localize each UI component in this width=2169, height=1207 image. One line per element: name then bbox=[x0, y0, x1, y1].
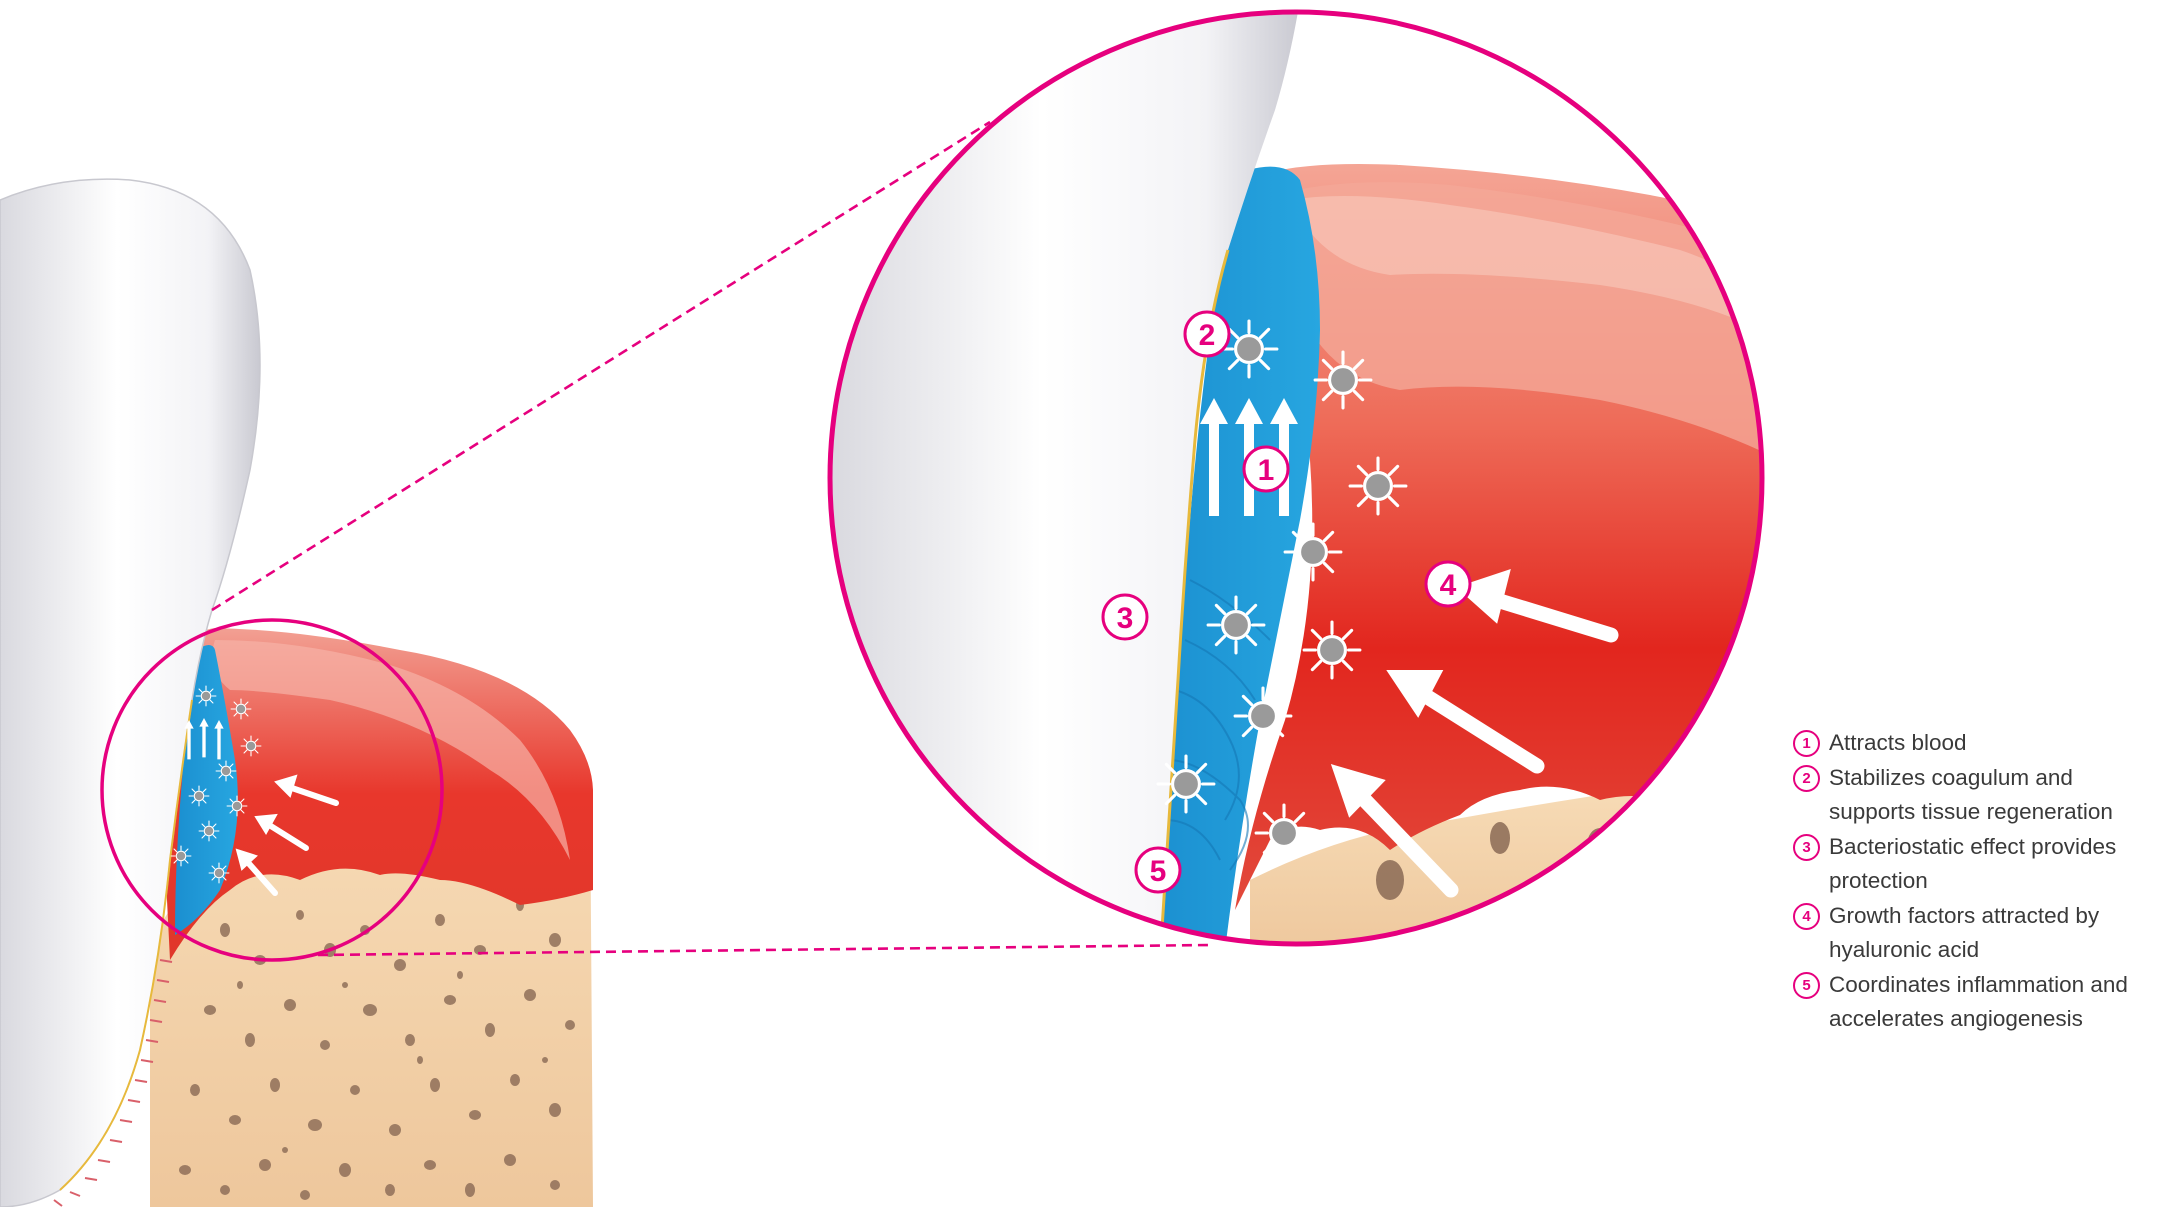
marker-1: 1 bbox=[1244, 447, 1288, 491]
svg-text:4: 4 bbox=[1440, 569, 1457, 602]
zoomed-illustration: 1 2 3 4 5 bbox=[830, 0, 1790, 960]
small-up-arrows bbox=[184, 718, 223, 759]
svg-text:5: 5 bbox=[1150, 855, 1167, 888]
marker-2: 2 bbox=[1185, 312, 1229, 356]
legend-text: Stabilizes coagulum and supports tissue … bbox=[1829, 761, 2163, 830]
legend-text: Coordinates inflammation and accelerates… bbox=[1829, 968, 2163, 1037]
legend-text: Growth factors attracted by hyaluronic a… bbox=[1829, 899, 2163, 968]
legend-item: 4 Growth factors attracted by hyaluronic… bbox=[1793, 899, 2163, 968]
legend-item: 5 Coordinates inflammation and accelerat… bbox=[1793, 968, 2163, 1037]
legend-text: Bacteriostatic effect provides protectio… bbox=[1829, 830, 2163, 899]
legend-marker: 1 bbox=[1793, 730, 1820, 757]
legend-item: 1 Attracts blood bbox=[1793, 726, 2163, 761]
marker-5: 5 bbox=[1136, 848, 1180, 892]
svg-text:1: 1 bbox=[1258, 454, 1275, 487]
legend-marker: 5 bbox=[1793, 972, 1820, 999]
legend-marker: 4 bbox=[1793, 903, 1820, 930]
marker-3: 3 bbox=[1103, 595, 1147, 639]
legend-marker: 3 bbox=[1793, 834, 1820, 861]
svg-text:2: 2 bbox=[1199, 319, 1216, 352]
marker-4: 4 bbox=[1426, 562, 1470, 606]
legend-text: Attracts blood bbox=[1829, 726, 2163, 761]
legend-marker: 2 bbox=[1793, 765, 1820, 792]
legend-item: 3 Bacteriostatic effect provides protect… bbox=[1793, 830, 2163, 899]
overview-illustration bbox=[0, 179, 593, 1207]
legend-item: 2 Stabilizes coagulum and supports tissu… bbox=[1793, 761, 2163, 830]
legend: 1 Attracts blood 2 Stabilizes coagulum a… bbox=[1793, 726, 2163, 1037]
svg-text:3: 3 bbox=[1117, 602, 1134, 635]
